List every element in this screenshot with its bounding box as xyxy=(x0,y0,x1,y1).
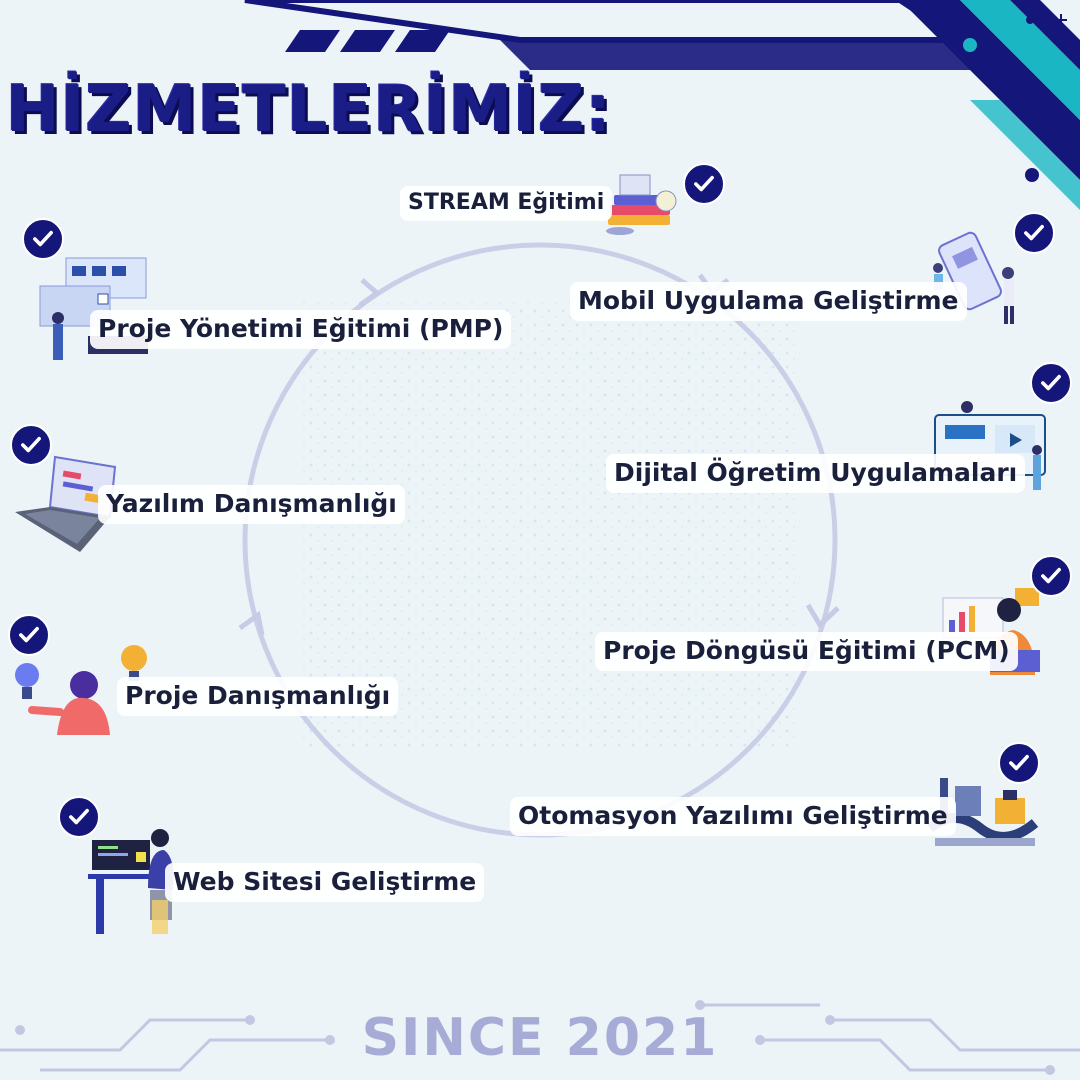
since-footer: SINCE 2021 xyxy=(361,1008,719,1068)
service-label: Web Sitesi Geliştirme xyxy=(165,863,485,902)
service-label: Otomasyon Yazılımı Geliştirme xyxy=(510,797,956,836)
lightbulb-idea-icon xyxy=(15,645,147,735)
service-label: Proje Döngüsü Eğitimi (PCM) xyxy=(595,632,1018,671)
check-icon xyxy=(58,796,100,838)
check-icon xyxy=(1013,212,1055,254)
check-icon xyxy=(10,424,52,466)
check-icon xyxy=(683,163,725,205)
service-label: Proje Danışmanlığı xyxy=(117,677,399,716)
check-icon xyxy=(8,614,50,656)
check-icon xyxy=(998,742,1040,784)
check-icon xyxy=(22,218,64,260)
service-label: Dijital Öğretim Uygulamaları xyxy=(606,454,1026,493)
service-label: Mobil Uygulama Geliştirme xyxy=(570,282,967,321)
service-label: STREAM Eğitimi xyxy=(400,186,613,221)
service-label: Yazılım Danışmanlığı xyxy=(98,485,405,524)
check-icon xyxy=(1030,362,1072,404)
books-microscope-icon xyxy=(606,174,677,235)
check-icon xyxy=(1030,555,1072,597)
service-label: Proje Yönetimi Eğitimi (PMP) xyxy=(90,310,512,349)
page-title: HİZMETLERİMİZ: xyxy=(6,73,612,147)
